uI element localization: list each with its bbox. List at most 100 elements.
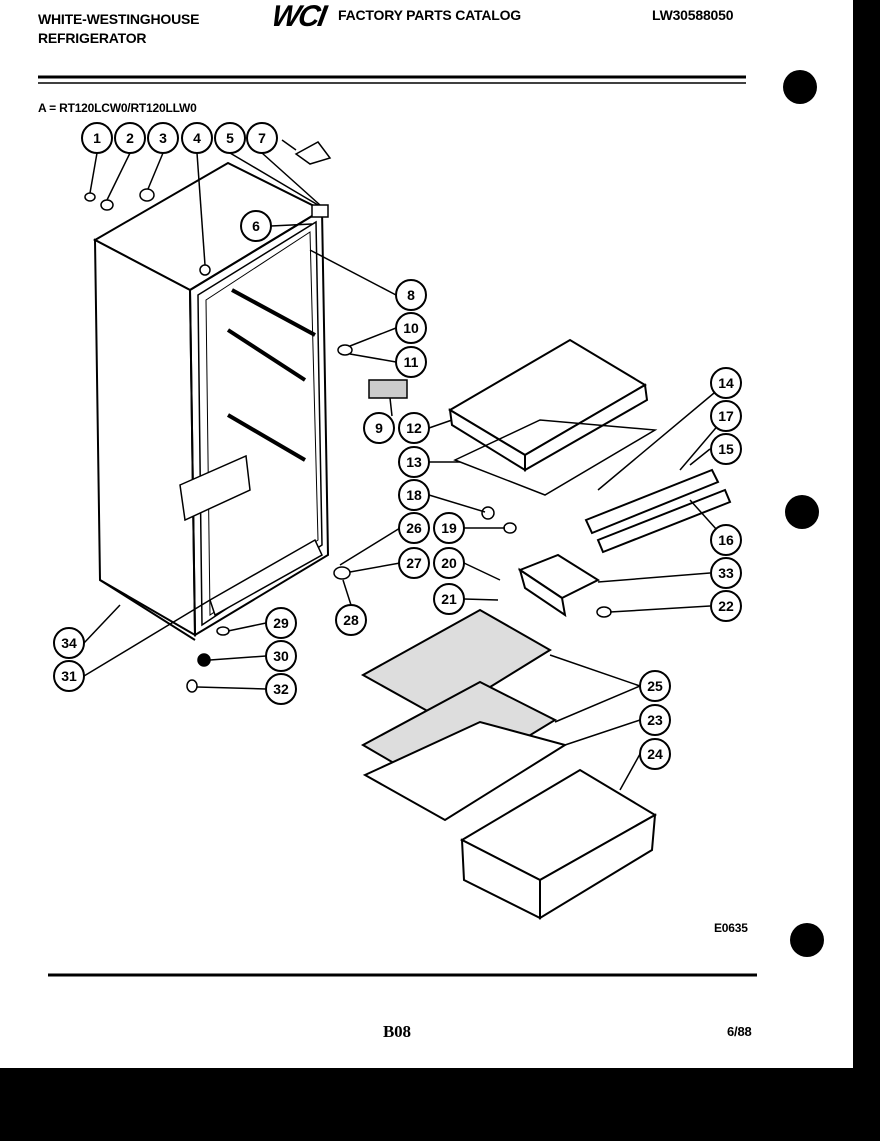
callout-circle [265, 607, 297, 639]
callout-label: 15 [718, 441, 734, 457]
callout-label: 16 [718, 532, 734, 548]
page-code: B08 [383, 1022, 411, 1041]
callout-3: 3 [147, 122, 179, 154]
callout-circle [335, 604, 367, 636]
callout-22: 22 [710, 590, 742, 622]
callout-circle [363, 412, 395, 444]
callout-18: 18 [398, 479, 430, 511]
callout-circle [639, 738, 671, 770]
binder-hole [790, 923, 824, 957]
callout-20: 20 [433, 547, 465, 579]
callout-circle [710, 557, 742, 589]
callout-label: 1 [93, 130, 101, 146]
callout-label: 29 [273, 615, 289, 631]
model-line: A = RT120LCW0/RT120LLW0 [38, 101, 197, 115]
callout-circle [265, 640, 297, 672]
callout-circle [81, 122, 113, 154]
callout-10: 10 [395, 312, 427, 344]
brand-line-1: WHITE-WESTINGHOUSE [38, 11, 200, 27]
callout-31: 31 [53, 660, 85, 692]
callout-label: 2 [126, 130, 134, 146]
callout-circle [395, 346, 427, 378]
callout-label: 24 [647, 746, 663, 762]
callout-circle [181, 122, 213, 154]
meat-keeper-assembly [448, 338, 658, 496]
binder-hole [783, 70, 817, 104]
callout-label: 32 [273, 681, 289, 697]
callout-circle [246, 122, 278, 154]
callout-label: 11 [404, 354, 419, 370]
page-date: 6/88 [727, 1024, 752, 1039]
callout-label: 4 [193, 130, 201, 146]
crisper-drawer [459, 768, 657, 920]
binder-hole [785, 495, 819, 529]
callout-9: 9 [363, 412, 395, 444]
rail-pair [584, 468, 732, 554]
callout-circle [114, 122, 146, 154]
callout-circle [240, 210, 272, 242]
catalog-number: LW30588050 [652, 7, 734, 23]
glass-shelves [360, 608, 568, 822]
callout-32: 32 [265, 673, 297, 705]
callout-circle [53, 627, 85, 659]
callout-8: 8 [395, 279, 427, 311]
callout-label: 33 [718, 565, 734, 581]
callout-label: 6 [252, 218, 260, 234]
callout-label: 34 [61, 635, 77, 651]
refrigerator-cabinet [92, 161, 330, 641]
callout-26: 26 [398, 512, 430, 544]
callout-2: 2 [114, 122, 146, 154]
callout-27: 27 [398, 547, 430, 579]
callout-circle [395, 312, 427, 344]
callout-label: 14 [718, 375, 734, 391]
callout-circle [710, 524, 742, 556]
callout-circle [398, 412, 430, 444]
callout-23: 23 [639, 704, 671, 736]
callout-circle [395, 279, 427, 311]
callout-circle [710, 433, 742, 465]
callout-circle [639, 704, 671, 736]
callout-33: 33 [710, 557, 742, 589]
callout-circle [214, 122, 246, 154]
callout-7: 7 [246, 122, 278, 154]
callout-5: 5 [214, 122, 246, 154]
callout-circle [265, 673, 297, 705]
callout-label: 21 [441, 591, 457, 607]
callout-circle [433, 512, 465, 544]
callout-circle [710, 400, 742, 432]
callout-25: 25 [639, 670, 671, 702]
callout-circle [398, 512, 430, 544]
callout-circle [398, 446, 430, 478]
callout-label: 19 [441, 520, 457, 536]
callout-6: 6 [240, 210, 272, 242]
callout-label: 31 [61, 668, 77, 684]
callout-label: 30 [273, 648, 289, 664]
callout-circle [433, 583, 465, 615]
callout-label: 20 [441, 555, 457, 571]
callout-label: 27 [406, 555, 422, 571]
callout-label: 13 [406, 454, 422, 470]
callout-label: 10 [403, 320, 419, 336]
drawing-code: E0635 [714, 921, 748, 935]
callout-16: 16 [710, 524, 742, 556]
callout-circle [53, 660, 85, 692]
callout-label: 7 [258, 130, 266, 146]
callout-circle [710, 367, 742, 399]
callout-label: 25 [647, 678, 663, 694]
callout-28: 28 [335, 604, 367, 636]
callout-label: 3 [159, 130, 167, 146]
callout-15: 15 [710, 433, 742, 465]
callout-label: 28 [343, 612, 359, 628]
callout-13: 13 [398, 446, 430, 478]
callout-circle [433, 547, 465, 579]
callout-circle [710, 590, 742, 622]
callout-label: 8 [407, 287, 415, 303]
callout-24: 24 [639, 738, 671, 770]
callout-circle [398, 479, 430, 511]
callout-label: 23 [647, 712, 663, 728]
callout-circle [398, 547, 430, 579]
callout-label: 9 [375, 420, 383, 436]
callout-label: 5 [226, 130, 234, 146]
